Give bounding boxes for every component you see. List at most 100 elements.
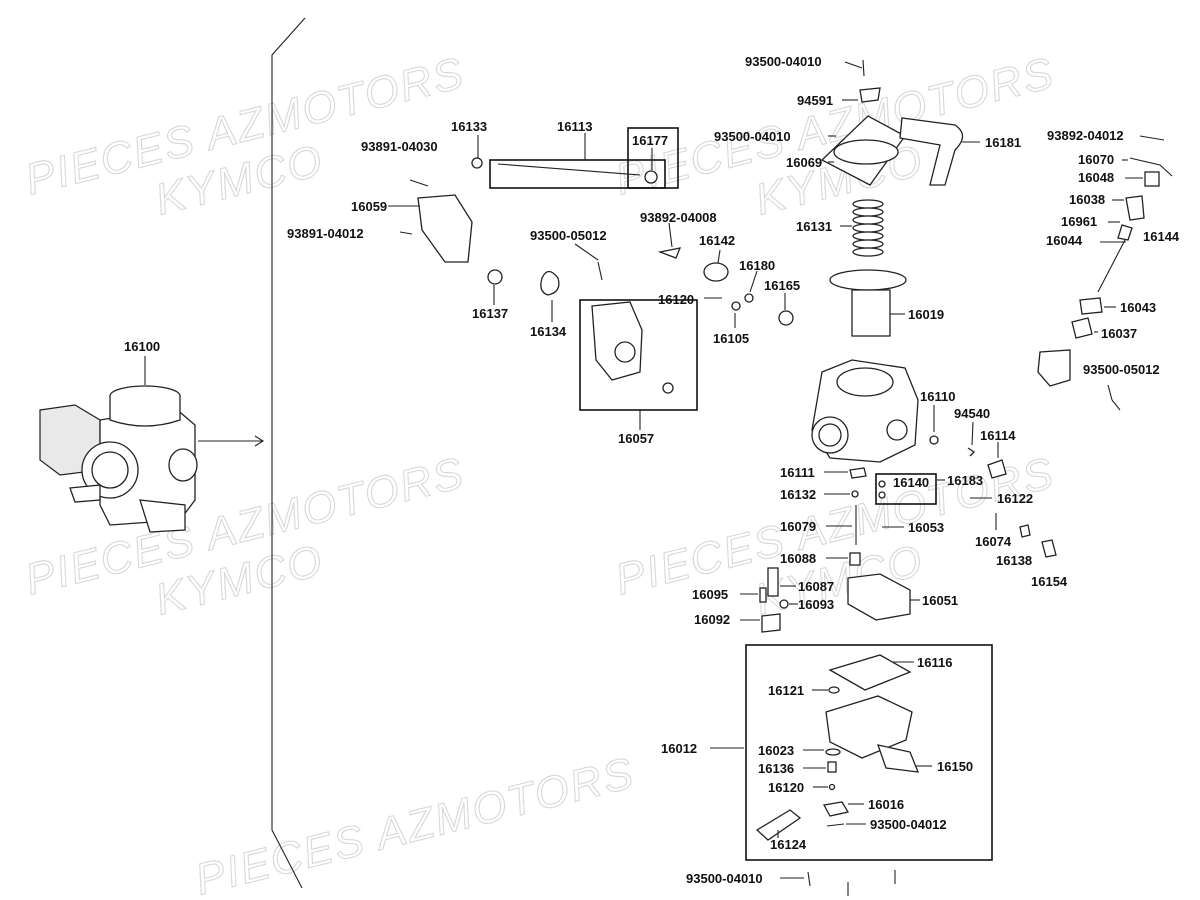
group-box [627,127,679,189]
part-label: 16121 [768,683,804,698]
drain-screw [827,761,837,773]
part-label: 16048 [1078,170,1114,185]
clip [851,490,859,498]
leader-line [749,270,758,293]
float-bowl [825,695,913,759]
watermark-text: PIECES AZMOTORS [191,748,640,900]
part-label: 16140 [893,475,929,490]
gasket [828,654,912,691]
part-label: 16105 [713,331,749,346]
part-label: 16079 [780,519,816,534]
part-label: 93892-04008 [640,210,717,225]
main-jet [767,567,779,597]
bowl-bracket [877,744,920,773]
cap-part [1079,297,1103,315]
part-label: 16074 [975,534,1012,549]
assembly-bracket [271,17,306,889]
cap-part [987,459,1007,479]
clip [967,447,976,457]
part-label: 16093 [798,597,834,612]
screw [826,823,845,827]
part-label: 94591 [797,93,833,108]
washer [487,269,503,285]
part-label: 93500-05012 [530,228,607,243]
part-label: 16120 [658,292,694,307]
part-label: 16131 [796,219,832,234]
leader-line [668,222,673,248]
part-label: 16059 [351,199,387,214]
cover-plate [703,262,729,282]
oring [828,783,836,791]
part-label: 16154 [1031,574,1068,589]
part-label: 16100 [124,339,160,354]
leader-line [844,61,863,69]
part-label: 16113 [557,119,592,134]
screw [1139,135,1165,141]
part-label: 93891-04012 [287,226,364,241]
screw [597,261,603,281]
part-label: 16111 [780,465,815,480]
part-label: 16142 [699,233,735,248]
part-label: 16165 [764,278,800,293]
part-label: 16116 [917,655,952,670]
oring [878,491,886,499]
part-label: 16133 [451,119,487,134]
part-label: 16138 [996,553,1032,568]
screw [399,231,413,235]
shaft-nut [644,170,658,184]
cover-part [417,194,473,263]
part-label: 16120 [768,780,804,795]
adjuster [1125,195,1145,221]
needle-jet [849,552,861,566]
part-label: 93892-04012 [1047,128,1124,143]
part-label: 16053 [908,520,944,535]
part-label: 16051 [922,593,958,608]
bracket [1037,349,1071,387]
part-label: 16095 [692,587,728,602]
cap-part [1144,171,1160,187]
oring [731,301,741,311]
oring [779,599,789,609]
oring [828,686,840,694]
screw [807,871,811,887]
group-box [489,159,666,189]
leader-line [971,421,974,446]
nut [744,293,754,303]
hose [899,117,964,186]
part-label: 16012 [661,741,697,756]
clip [657,247,682,259]
part-label: 16088 [780,551,816,566]
bracket [859,87,881,103]
lever-plate [591,301,643,381]
jet [849,467,867,479]
part-label: 16177 [632,133,668,148]
washer [662,382,674,394]
part-label: 16132 [780,487,816,502]
screw [862,59,865,77]
part-label: 16016 [868,797,904,812]
part-label: 94540 [954,406,990,421]
jet [759,587,767,603]
part-label: 16183 [947,473,983,488]
part-label: 93500-05012 [1083,362,1160,377]
leader-line [1107,384,1113,401]
part-label: 16038 [1069,192,1105,207]
part-label: 16114 [980,428,1016,443]
part-label: 93891-04030 [361,139,438,154]
throttle-shaft [497,163,641,176]
lever-boss [614,341,636,363]
spring-small [471,157,483,169]
part-label: 16019 [908,307,944,322]
part-label: 16087 [798,579,834,594]
part-label: 93500-04010 [714,129,791,144]
part-label: 16961 [1061,214,1097,229]
part-label: 16043 [1120,300,1156,315]
part-label: 16069 [786,155,822,170]
part-label: 16124 [770,837,807,852]
oring [929,435,939,445]
part-label: 16150 [937,759,973,774]
part-label: 93500-04012 [870,817,947,832]
screw [409,179,429,187]
spring-coil [852,199,884,257]
part-label: 16037 [1101,326,1137,341]
